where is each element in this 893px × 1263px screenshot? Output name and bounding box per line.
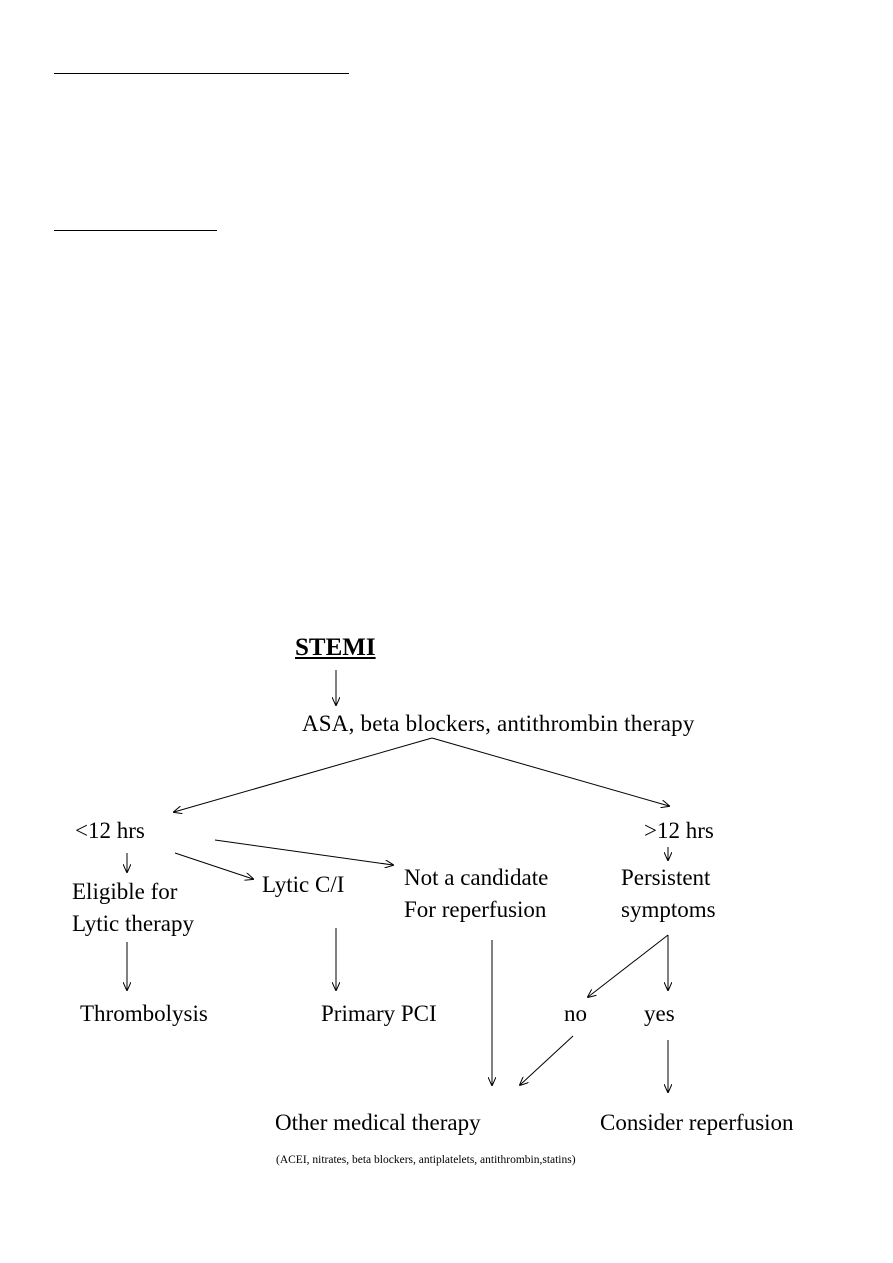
node-lt-12-hrs: <12 hrs xyxy=(75,818,145,843)
arrow-asa-to-lt12 xyxy=(174,737,433,812)
arrow-persistent-to-no xyxy=(588,934,669,997)
heading-underline-1 xyxy=(54,73,349,74)
node-stemi: STEMI xyxy=(295,634,376,661)
node-thrombolysis: Thrombolysis xyxy=(80,1001,208,1026)
node-primary-pci: Primary PCI xyxy=(321,1001,437,1026)
node-not-candidate-line-2: For reperfusion xyxy=(404,897,547,922)
node-gt-12-hrs: >12 hrs xyxy=(644,818,714,843)
node-eligible-line-2: Lytic therapy xyxy=(72,911,194,936)
node-not-candidate: Not a candidate For reperfusion xyxy=(404,862,548,926)
node-no: no xyxy=(564,1001,587,1026)
node-eligible-line-1: Eligible for xyxy=(72,879,178,904)
footnote-medical-therapy: (ACEI, nitrates, beta blockers, antiplat… xyxy=(276,1154,576,1166)
node-lytic-ci: Lytic C/I xyxy=(262,872,345,897)
node-other-medical-therapy: Other medical therapy xyxy=(275,1110,481,1135)
arrow-asa-to-gt12 xyxy=(431,737,669,806)
node-asa-beta-blockers: ASA, beta blockers, antithrombin therapy xyxy=(302,711,695,736)
heading-underline-2 xyxy=(54,230,217,231)
node-consider-reperfusion: Consider reperfusion xyxy=(600,1110,794,1135)
arrow-no-to-other-med xyxy=(520,1035,574,1085)
node-eligible-lytic: Eligible for Lytic therapy xyxy=(72,876,194,940)
arrow-lt12-to-lytic-ci xyxy=(174,852,253,879)
node-yes: yes xyxy=(644,1001,675,1026)
arrow-lt12-to-not-candidate xyxy=(214,839,393,865)
node-persistent-line-1: Persistent xyxy=(621,865,711,890)
node-not-candidate-line-1: Not a candidate xyxy=(404,865,549,890)
node-persistent-symptoms: Persistent symptoms xyxy=(621,862,716,926)
node-persistent-line-2: symptoms xyxy=(621,897,716,922)
